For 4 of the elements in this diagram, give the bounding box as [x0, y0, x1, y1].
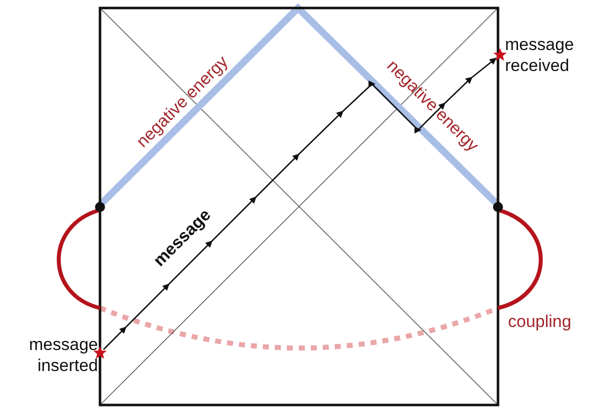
node-label: message inserted [28, 334, 98, 376]
message-trajectory-arrow [103, 58, 497, 350]
node-label: message received [505, 34, 575, 76]
coupling-label: coupling [508, 312, 572, 332]
